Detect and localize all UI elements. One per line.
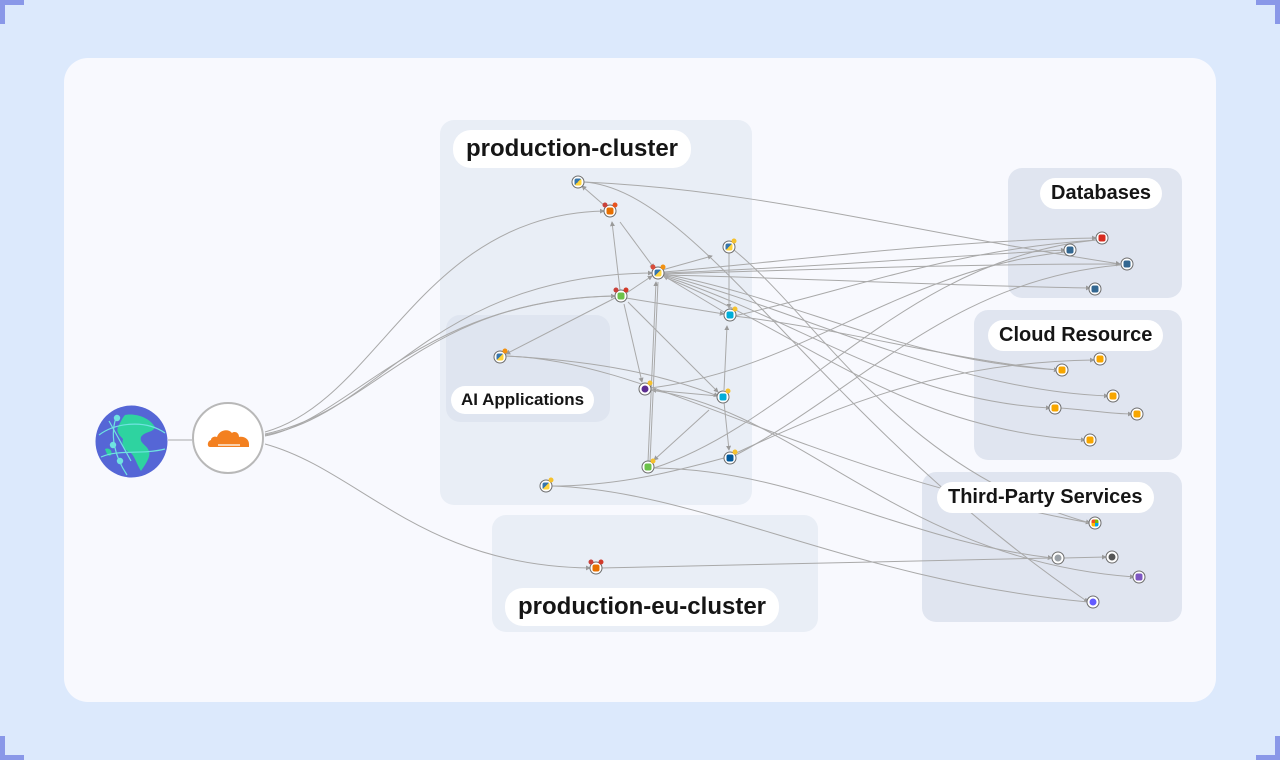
aws-icon xyxy=(1109,392,1117,400)
service-node-redis[interactable] xyxy=(1095,231,1109,245)
go-icon xyxy=(726,311,734,319)
go-icon xyxy=(719,393,727,401)
alert-badge xyxy=(623,287,629,293)
openai-icon xyxy=(1108,553,1116,561)
aws-icon xyxy=(1058,366,1066,374)
alert-badge xyxy=(588,559,594,565)
alert-badge xyxy=(732,306,738,312)
group-label-production-eu-cluster: production-eu-cluster xyxy=(505,588,780,626)
service-node-java[interactable] xyxy=(588,559,604,575)
service-node-postgres[interactable] xyxy=(1088,282,1102,296)
alert-badge xyxy=(598,559,604,565)
alert-badge xyxy=(650,264,656,270)
service-node-go[interactable] xyxy=(723,306,738,322)
service-node-cpp[interactable] xyxy=(723,449,738,465)
corner-bracket-top-right xyxy=(1256,0,1280,24)
alert-badge xyxy=(647,380,653,386)
alert-badge xyxy=(660,264,666,270)
service-node-python[interactable] xyxy=(539,477,554,493)
postgres-icon xyxy=(1091,285,1099,293)
generic-icon xyxy=(1054,554,1062,562)
group-label-ai-applications: AI Applications xyxy=(451,386,595,414)
cloudflare-edge-node[interactable] xyxy=(192,402,264,474)
alert-badge xyxy=(732,449,738,455)
aws-icon xyxy=(1086,436,1094,444)
aws-icon xyxy=(1133,410,1141,418)
service-node-python[interactable] xyxy=(650,264,666,280)
python-icon xyxy=(496,353,504,361)
group-label-cloud-resource: Cloud Resource xyxy=(988,320,1164,351)
postgres-icon xyxy=(1123,260,1131,268)
java-icon xyxy=(606,207,614,215)
globe-icon xyxy=(95,405,168,478)
dotnet-icon xyxy=(641,385,649,393)
alert-badge xyxy=(731,238,737,244)
service-node-java[interactable] xyxy=(602,202,618,218)
service-node-nodejs[interactable] xyxy=(641,458,656,474)
service-node-generic[interactable] xyxy=(1051,551,1065,565)
alert-badge xyxy=(548,477,554,483)
service-node-document[interactable] xyxy=(1132,570,1146,584)
service-node-python[interactable] xyxy=(571,175,585,189)
corner-bracket-top-left xyxy=(0,0,24,24)
corner-bracket-bottom-left xyxy=(0,736,24,760)
alert-badge xyxy=(613,287,619,293)
stripe-icon xyxy=(1089,598,1097,606)
group-label-databases: Databases xyxy=(1040,178,1163,209)
service-node-nodejs[interactable] xyxy=(613,287,629,303)
redis-icon xyxy=(1098,234,1106,242)
document-icon xyxy=(1135,573,1143,581)
service-node-stripe[interactable] xyxy=(1086,595,1100,609)
python-icon xyxy=(542,482,550,490)
python-icon xyxy=(574,178,582,186)
service-node-postgres[interactable] xyxy=(1120,257,1134,271)
alert-badge xyxy=(650,458,656,464)
postgres-icon xyxy=(1066,246,1074,254)
microsoft-icon xyxy=(1091,519,1099,527)
python-icon xyxy=(654,269,662,277)
aws-icon xyxy=(1051,404,1059,412)
nodejs-icon xyxy=(644,463,652,471)
service-node-aws[interactable] xyxy=(1093,352,1107,366)
alert-badge xyxy=(602,202,608,208)
service-node-dotnet[interactable] xyxy=(638,380,653,396)
service-node-aws[interactable] xyxy=(1048,401,1062,415)
nodejs-icon xyxy=(617,292,625,300)
service-node-aws[interactable] xyxy=(1106,389,1120,403)
service-node-aws[interactable] xyxy=(1083,433,1097,447)
group-label-third-party-services: Third-Party Services xyxy=(937,482,1154,513)
python-icon xyxy=(725,243,733,251)
service-node-aws[interactable] xyxy=(1130,407,1144,421)
service-node-python[interactable] xyxy=(493,348,508,364)
service-node-python[interactable] xyxy=(722,238,737,254)
alert-badge xyxy=(502,348,508,354)
service-node-postgres[interactable] xyxy=(1063,243,1077,257)
cloudflare-icon xyxy=(207,430,249,447)
service-node-openai[interactable] xyxy=(1105,550,1119,564)
service-node-microsoft[interactable] xyxy=(1088,516,1102,530)
alert-badge xyxy=(612,202,618,208)
group-production-cluster[interactable] xyxy=(440,120,752,505)
java-icon xyxy=(592,564,600,572)
aws-icon xyxy=(1096,355,1104,363)
cpp-icon xyxy=(726,454,734,462)
service-node-go[interactable] xyxy=(716,388,731,404)
alert-badge xyxy=(725,388,731,394)
group-label-production-cluster: production-cluster xyxy=(453,130,692,168)
service-node-aws[interactable] xyxy=(1055,363,1069,377)
corner-bracket-bottom-right xyxy=(1256,736,1280,760)
internet-globe-node[interactable] xyxy=(95,405,168,478)
